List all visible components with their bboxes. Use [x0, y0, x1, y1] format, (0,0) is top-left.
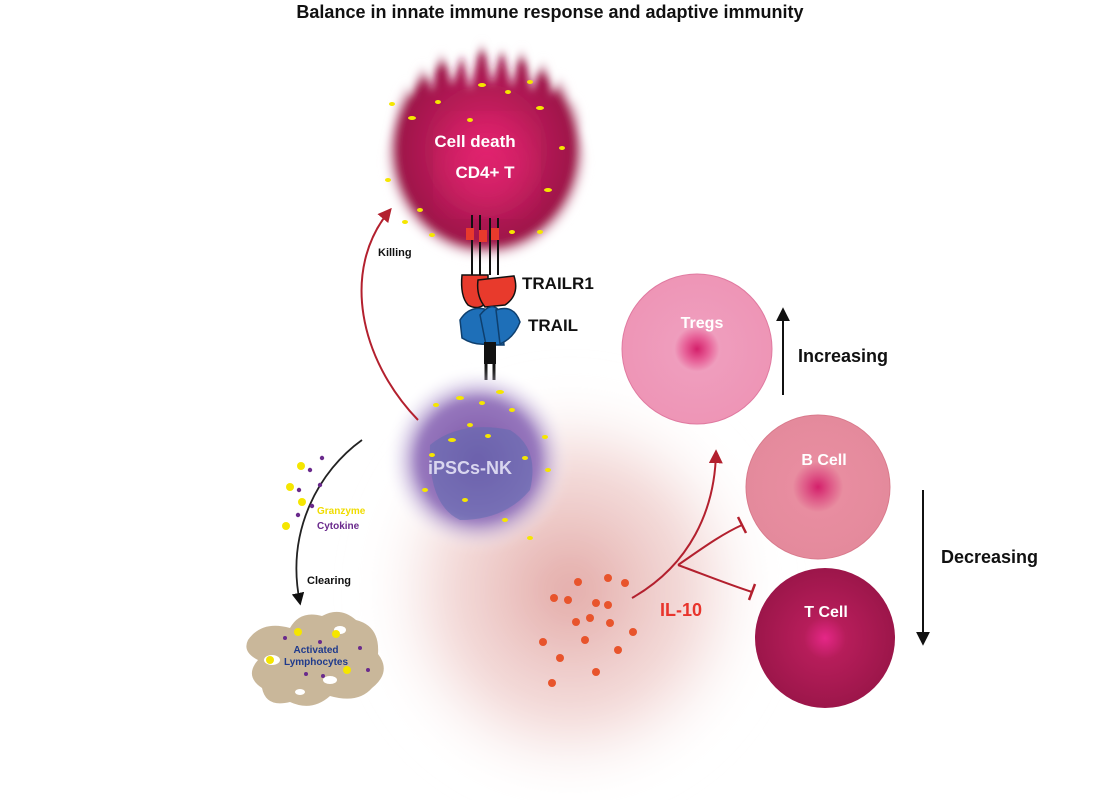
trail-ligand: [459, 306, 521, 380]
tregs-label: Tregs: [681, 315, 724, 332]
b-cell: [745, 414, 891, 560]
bcell-inhibition-bar: [736, 516, 748, 534]
il10-inhibit-tcell: [677, 564, 753, 593]
lymphocytes-label-line2: Lymphocytes: [284, 657, 349, 668]
tcell-label: T Cell: [804, 604, 848, 621]
tregs-cell: [621, 273, 773, 425]
clearing-arrow: [291, 439, 363, 606]
il10-dots: [539, 574, 637, 687]
trailr1-label: TRAILR1: [522, 274, 594, 293]
t-cell: [755, 568, 895, 708]
il10-inhibit-bcell: [677, 524, 743, 566]
trail-label: TRAIL: [528, 316, 578, 335]
cd4-label-line1: Cell death: [434, 132, 515, 151]
decreasing-label: Decreasing: [941, 547, 1038, 567]
trailr1-receptor: [460, 215, 517, 309]
cd4-yellow-granules: [385, 80, 565, 237]
cytokine-dots: [295, 455, 325, 518]
lymphocytes-label-line1: Activated: [293, 645, 338, 656]
cytokine-label: Cytokine: [317, 521, 360, 532]
debris-purple-dots: [283, 636, 370, 678]
diagram-title: Balance in innate immune response and ad…: [296, 2, 804, 22]
il10-to-tregs-arrow: [631, 449, 723, 599]
activated-lymphocytes-debris: [246, 611, 384, 706]
bcell-label: B Cell: [801, 452, 846, 469]
killing-label: Killing: [378, 247, 412, 259]
tcell-inhibition-bar: [747, 583, 757, 601]
increasing-label: Increasing: [798, 346, 888, 366]
killing-arrow: [360, 207, 419, 421]
cd4-t-cell: [382, 38, 590, 262]
debris-yellow-dots: [266, 628, 351, 674]
ipscs-nk-cell: [386, 368, 570, 552]
cd4-label-line2: CD4+ T: [455, 163, 515, 182]
il10-label: IL-10: [660, 600, 702, 620]
granzyme-label: Granzyme: [317, 506, 366, 517]
nk-yellow-granules: [422, 390, 551, 540]
granzyme-dots: [282, 462, 306, 530]
nk-label: iPSCs-NK: [428, 458, 512, 478]
clearing-label: Clearing: [307, 575, 351, 587]
